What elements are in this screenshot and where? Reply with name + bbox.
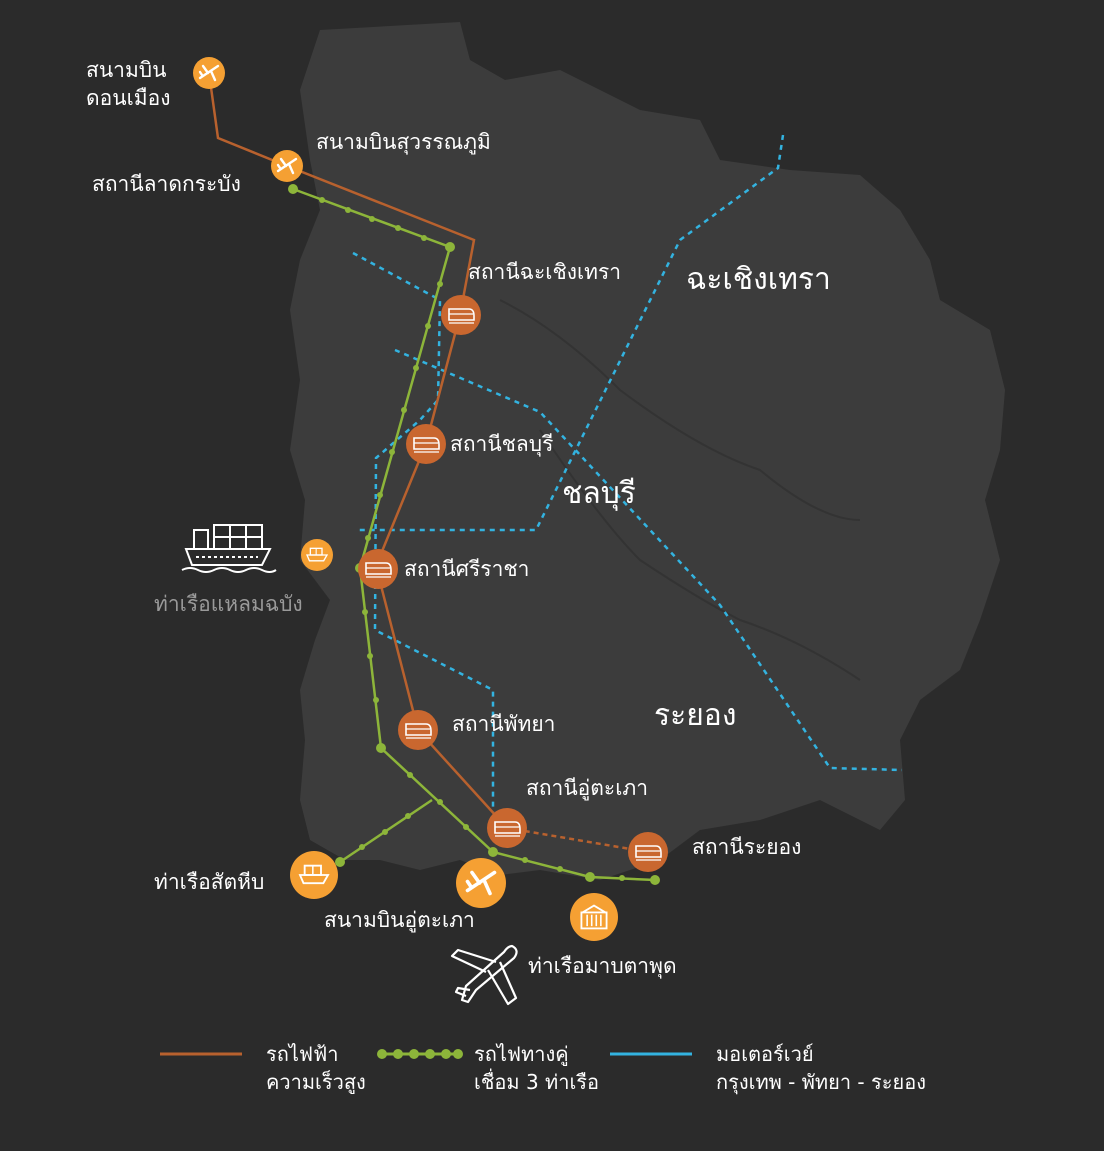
cargo-ship-icon[interactable] xyxy=(301,539,333,571)
train-icon[interactable] xyxy=(398,710,438,750)
label-utapao-station: สถานีอู่ตะเภา xyxy=(526,776,649,800)
cargo-ship-illustration-icon xyxy=(181,524,277,573)
train-icon[interactable] xyxy=(406,424,446,464)
label-suvarnabhumi-airport: สนามบินสุวรรณภูมิ xyxy=(316,130,491,154)
cargo-ship-icon[interactable] xyxy=(290,851,338,899)
train-icon[interactable] xyxy=(358,549,398,589)
airplane-icon[interactable] xyxy=(271,150,303,182)
label-map-ta-phut-port: ท่าเรือมาบตาพุด xyxy=(528,954,677,978)
train-icon[interactable] xyxy=(441,295,481,335)
train-icon[interactable] xyxy=(487,808,527,848)
label-sattahip-port: ท่าเรือสัตหีบ xyxy=(154,870,265,894)
high-speed-rail-extension xyxy=(506,826,649,854)
airplane-icon[interactable] xyxy=(456,858,506,908)
label-utapao-airport: สนามบินอู่ตะเภา xyxy=(324,908,475,932)
legend-swatch-high-speed xyxy=(160,1052,242,1056)
label-rayong-station: สถานีระยอง xyxy=(692,835,802,859)
province-border xyxy=(539,429,861,681)
legend-swatch-double-track xyxy=(377,1049,463,1059)
region-rayong: ระยอง xyxy=(654,698,737,733)
label-don-mueang-airport: สนามบิน ดอนเมือง xyxy=(86,58,171,110)
region-chachoengsao: ฉะเชิงเทรา xyxy=(686,262,831,297)
train-icon[interactable] xyxy=(628,832,668,872)
label-chonburi-station: สถานีชลบุรี xyxy=(450,432,554,456)
airplane-icon[interactable] xyxy=(193,57,225,89)
label-chachoengsao-station: สถานีฉะเชิงเทรา xyxy=(468,260,622,284)
label-laem-chabang-port: ท่าเรือแหลมฉบัง xyxy=(154,592,303,616)
motorway-lines xyxy=(352,134,903,812)
region-chonburi: ชลบุรี xyxy=(562,476,636,511)
label-pattaya-station: สถานีพัทยา xyxy=(452,712,556,736)
double-track-rail-dots xyxy=(288,184,660,885)
province-border xyxy=(499,299,861,521)
legend-swatch-motorway xyxy=(610,1052,692,1056)
airplane-illustration-icon xyxy=(450,944,518,1006)
legend-double-track-label: รถไฟทางคู่ เชื่อม 3 ท่าเรือ xyxy=(474,1042,600,1094)
land-area xyxy=(290,22,1005,880)
container-icon[interactable] xyxy=(570,893,618,941)
legend-motorway-label: มอเตอร์เวย์ กรุงเทพ - พัทยา - ระยอง xyxy=(716,1042,926,1094)
legend-high-speed-label: รถไฟฟ้า ความเร็วสูง xyxy=(266,1042,366,1094)
label-lat-krabang-station: สถานีลาดกระบัง xyxy=(92,172,241,196)
label-sriracha-station: สถานีศรีราชา xyxy=(404,557,530,581)
